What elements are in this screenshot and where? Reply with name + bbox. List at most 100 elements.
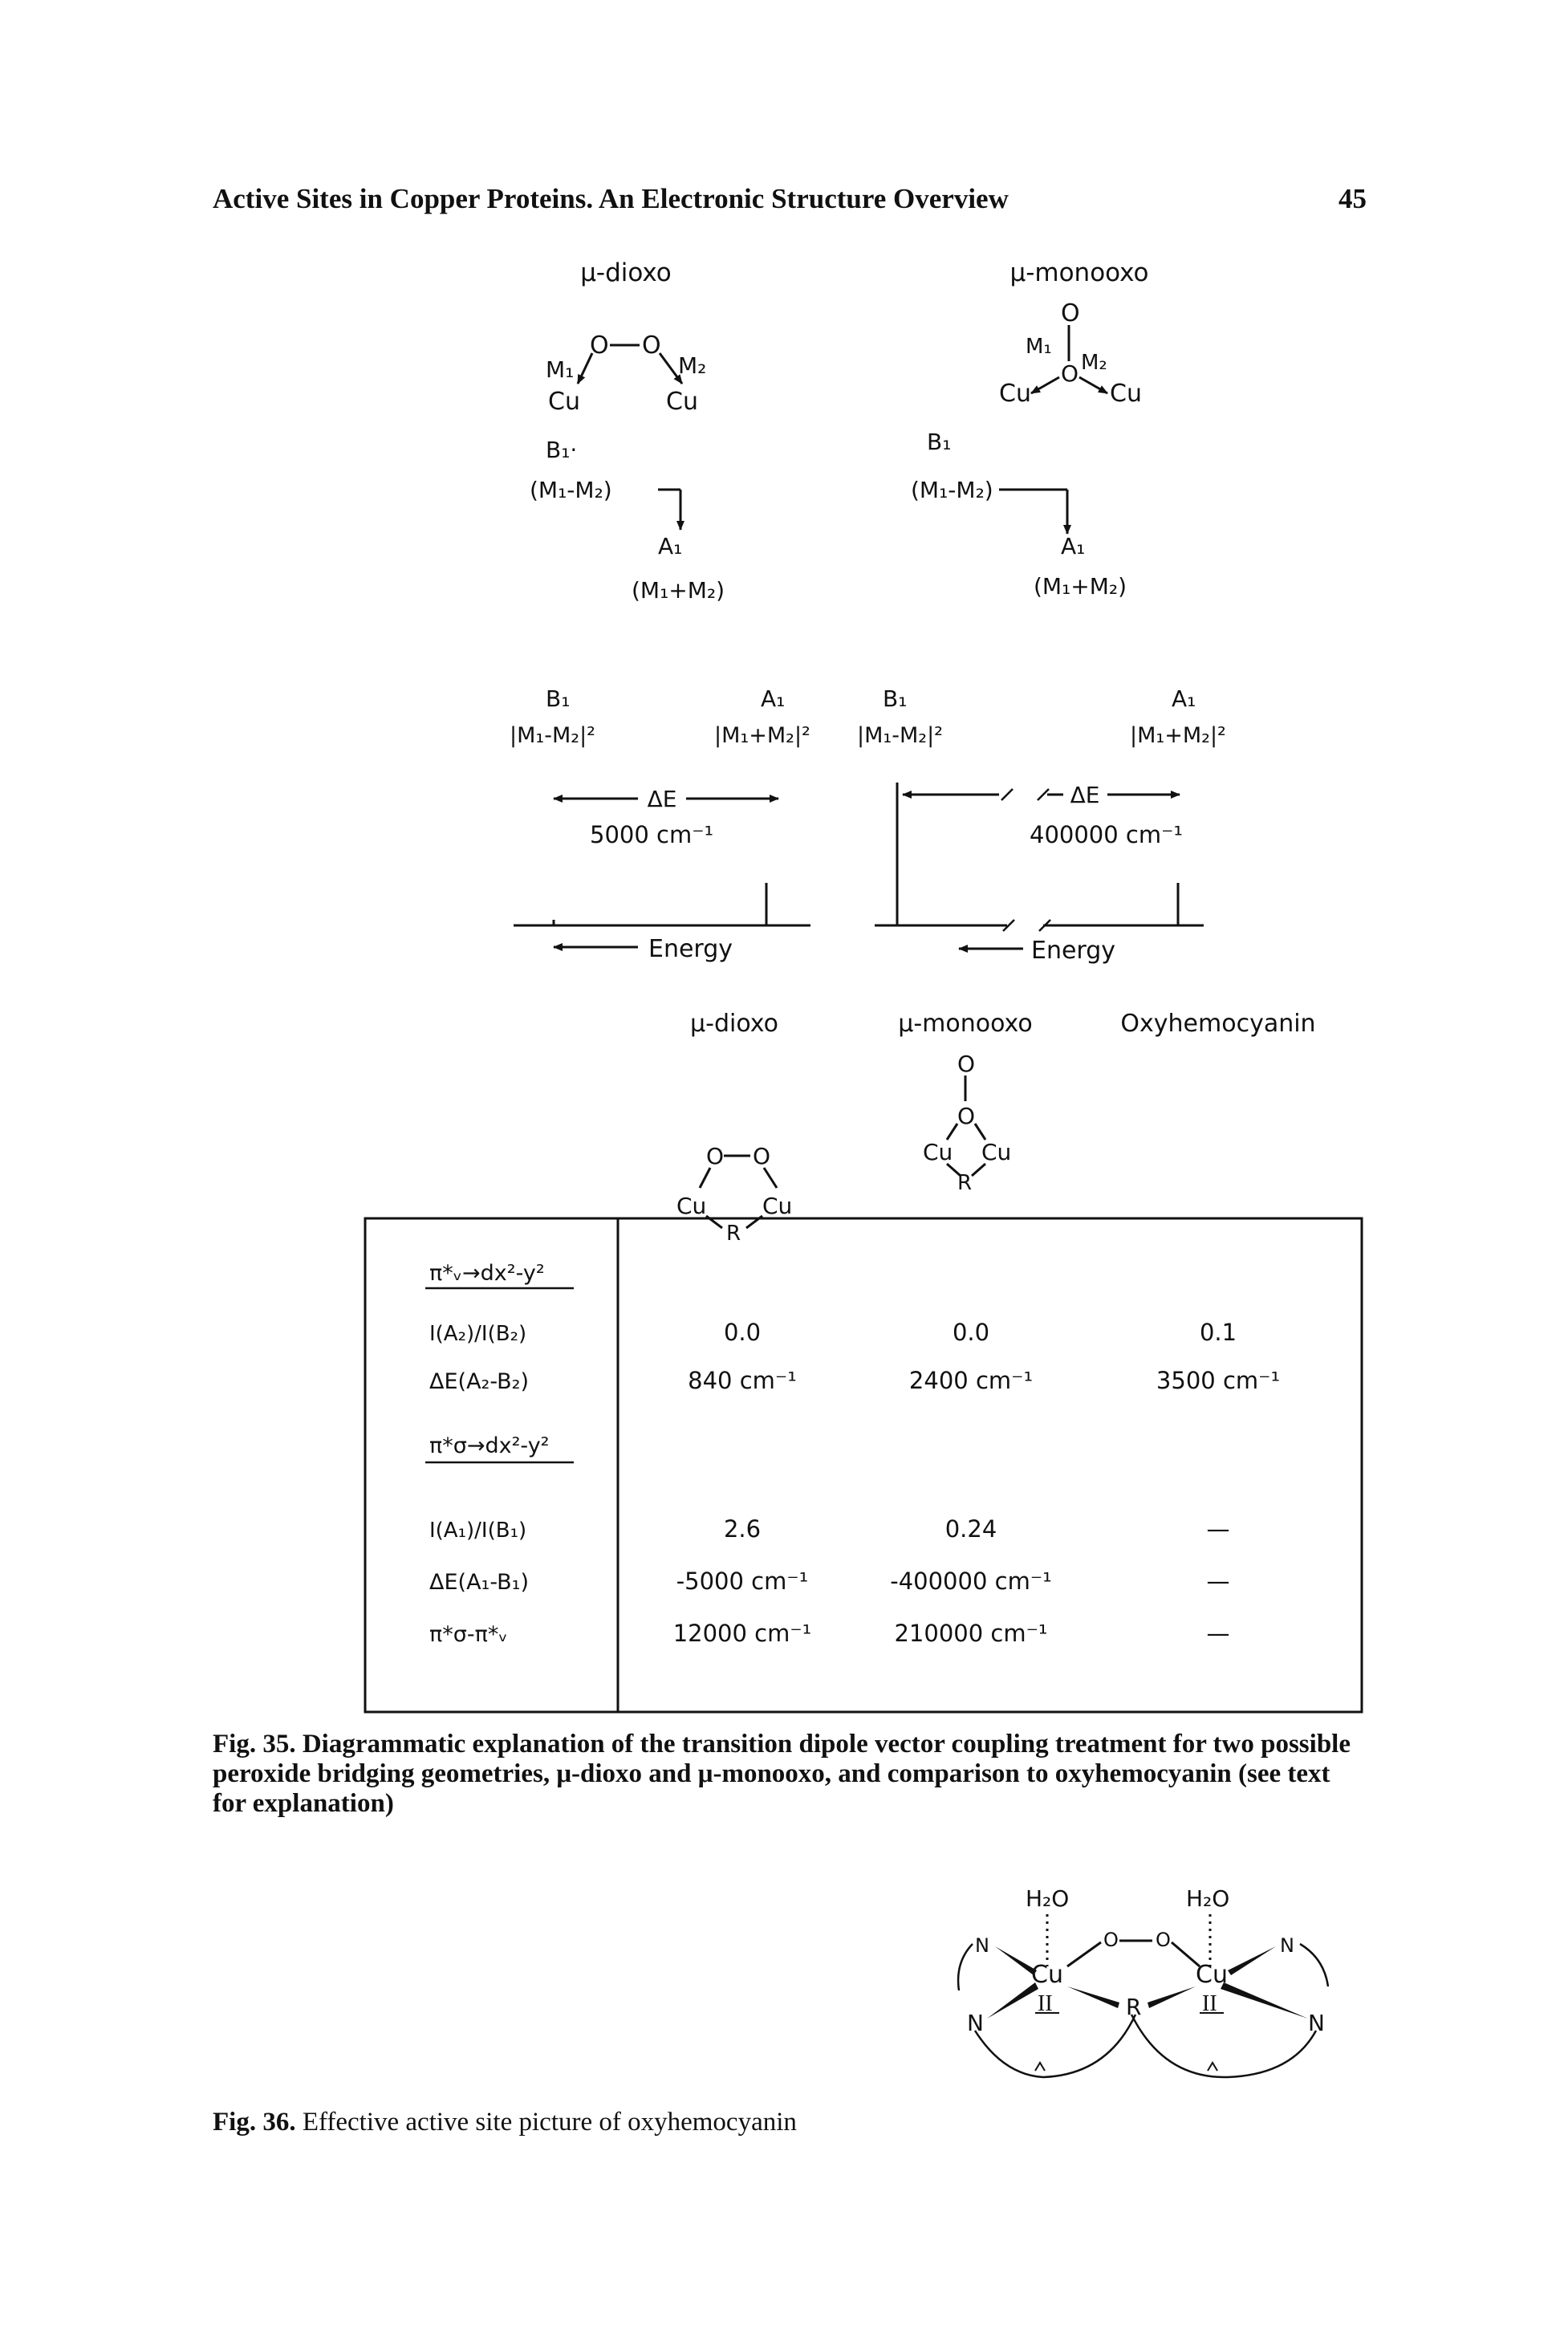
dioxo-m2: M₂ (678, 352, 706, 379)
cell-r3-c2: 0.24 (945, 1515, 997, 1543)
row-label-pi-diff: π*σ-π*ᵥ (429, 1622, 508, 1647)
fig36-imidazole-right-top (1299, 1942, 1330, 1987)
row-label-de-a2-b2: ΔE(A₂-B₂) (429, 1369, 529, 1394)
spec-left-energy-label: Energy (648, 935, 733, 963)
figure-36-structure: H₂O H₂O O O Cu Cu II II R N N N N (957, 1885, 1330, 2079)
dioxo-b1-label: B₁· (546, 437, 577, 463)
cell-r5-c3: — (1207, 1620, 1230, 1647)
monooxo-b1-expr: (M₁-M₂) (911, 477, 993, 503)
row-label-ia1-ib1: I(A₁)/I(B₁) (429, 1519, 526, 1543)
fig36-caption-text: Effective active site picture of oxyhemo… (302, 2108, 797, 2137)
cell-r4-c3: — (1207, 1567, 1230, 1595)
cmp-monooxo-cu1: Cu (923, 1139, 953, 1165)
cmp-monooxo-o-top: O (957, 1051, 975, 1077)
col-header-dioxo: μ-dioxo (690, 1010, 778, 1038)
spec-right-a1-label: A₁ (1172, 685, 1196, 712)
cell-r2-c1: 840 cm⁻¹ (688, 1367, 797, 1394)
comparison-structures: μ-dioxo μ-monooxo Oxyhemocyanin O O Cu C… (676, 1010, 1316, 1246)
cmp-monooxo-cu2: Cu (981, 1139, 1011, 1165)
fig35-caption: Fig. 35. Diagrammatic explanation of the… (213, 1730, 1368, 1819)
cell-r3-c1: 2.6 (724, 1515, 761, 1543)
monooxo-dipole-m2 (1079, 376, 1108, 395)
cell-r3-c3: — (1207, 1515, 1230, 1543)
section1-header: π*ᵥ→dx²-y² (429, 1261, 545, 1286)
fig36-caption-label: Fig. 36. (213, 2108, 296, 2137)
fig36-bond-n-cu-br (1221, 1982, 1308, 2019)
cmp-monooxo-bond-1 (945, 1123, 959, 1141)
col-header-oxyhemocyanin: Oxyhemocyanin (1120, 1010, 1315, 1038)
dioxo-a1-label: A₁ (658, 533, 682, 559)
fig36-cu-right: Cu (1196, 1961, 1228, 1989)
fig36-cu-o-left (1066, 1941, 1102, 1968)
cmp-dioxo-r: R (726, 1222, 741, 1246)
dioxo-b1-expr: (M₁-M₂) (530, 477, 612, 503)
fig36-o2: O (1156, 1929, 1171, 1951)
dioxo-o2: O (642, 331, 661, 360)
cell-r1-c2: 0.0 (953, 1319, 989, 1346)
fig36-o1: O (1103, 1929, 1119, 1951)
cell-r4-c2: -400000 cm⁻¹ (890, 1567, 1052, 1595)
spec-left-b1-intensity: |M₁-M₂|² (510, 723, 595, 748)
dioxo-m1: M₁ (546, 356, 574, 383)
fig36-bond-n-cu-tr (1228, 1946, 1276, 1975)
mu-dioxo-title: μ-dioxo (580, 258, 672, 287)
monooxo-cu2: Cu (1110, 380, 1142, 408)
spec-left-a1-label: A₁ (761, 685, 785, 712)
cmp-dioxo-o1: O (706, 1143, 724, 1169)
fig36-caption: Fig. 36. Effective active site picture o… (213, 2108, 797, 2137)
monooxo-m1: M₁ (1026, 335, 1052, 359)
mu-monooxo-title: μ-monooxo (1009, 258, 1148, 287)
spec-right-b1-intensity: |M₁-M₂|² (857, 723, 943, 748)
cmp-dioxo-bond-1 (698, 1167, 712, 1189)
monooxo-a1-label: A₁ (1061, 533, 1085, 559)
mu-dioxo-panel: μ-dioxo O O M₁ M₂ Cu Cu B₁· (M₁-M₂) A₁ (… (530, 258, 725, 604)
table-border (364, 1217, 1363, 1714)
cmp-dioxo-o2: O (753, 1143, 770, 1169)
col-header-monooxo: μ-monooxo (898, 1010, 1032, 1038)
fig36-n-bottom-right: N (1308, 2010, 1325, 2036)
monooxo-m2: M₂ (1081, 351, 1107, 375)
cmp-monooxo-bond-3 (946, 1162, 961, 1177)
fig36-h2o-right: H₂O (1186, 1885, 1229, 1912)
fig36-n-bottom-left: N (967, 2010, 984, 2036)
spec-right-delta-break (1001, 788, 1050, 801)
fig36-ox-right: II (1202, 1991, 1217, 2016)
fig36-cu-left: Cu (1031, 1961, 1063, 1989)
section2-header: π*σ→dx²-y² (429, 1433, 550, 1458)
cmp-dioxo-cu1: Cu (676, 1193, 706, 1219)
fig36-r: R (1126, 1994, 1141, 2020)
cmp-monooxo-bond-2 (973, 1123, 987, 1141)
cell-r5-c2: 210000 cm⁻¹ (894, 1620, 1047, 1647)
spec-right-energy-label: Energy (1031, 937, 1115, 965)
fig36-chain-breaks (1034, 2061, 1218, 2072)
fig35-caption-label: Fig. 35. (213, 1730, 296, 1759)
spectrum-left: B₁ |M₁-M₂|² A₁ |M₁+M₂|² ΔE 5000 cm⁻¹ Ene… (510, 685, 810, 963)
fig36-cu-o-right (1171, 1941, 1200, 1968)
page-number: 45 (1338, 183, 1367, 214)
row-label-ia2-ib2: I(A₂)/I(B₂) (429, 1322, 526, 1346)
dioxo-cu1: Cu (548, 388, 580, 416)
fig36-h2o-left: H₂O (1026, 1885, 1069, 1912)
dioxo-cu2: Cu (666, 388, 698, 416)
row-label-de-a1-b1: ΔE(A₁-B₁) (429, 1570, 529, 1595)
fig36-n-top-right: N (1280, 1934, 1294, 1957)
fig36-wedge-cu-r-right (1148, 1986, 1196, 2008)
spec-left-a1-intensity: |M₁+M₂|² (714, 723, 810, 748)
running-head: Active Sites in Copper Proteins. An Elec… (213, 183, 1009, 214)
fig36-chain-left (973, 2014, 1137, 2079)
comparison-table: π*ᵥ→dx²-y² I(A₂)/I(B₂) 0.0 0.0 0.1 ΔE(A₂… (364, 1217, 1363, 1714)
spec-left-b1-label: B₁ (546, 685, 570, 712)
cmp-dioxo-cu2: Cu (762, 1193, 792, 1219)
fig36-bond-n-cu-bl (987, 1982, 1038, 2019)
cmp-monooxo-r: R (957, 1171, 972, 1195)
monooxo-a1-expr: (M₁+M₂) (1034, 573, 1127, 600)
fig36-wedge-cu-r-left (1067, 1986, 1119, 2008)
spec-right-b1-label: B₁ (883, 685, 907, 712)
cmp-monooxo-bond-4 (971, 1162, 986, 1177)
cmp-dioxo-bond-2 (762, 1167, 778, 1189)
spec-left-delta-e: ΔE (648, 786, 677, 812)
dioxo-a1-expr: (M₁+M₂) (632, 577, 725, 604)
spec-right-a1-intensity: |M₁+M₂|² (1130, 723, 1226, 748)
fig36-n-top-left: N (975, 1934, 989, 1957)
